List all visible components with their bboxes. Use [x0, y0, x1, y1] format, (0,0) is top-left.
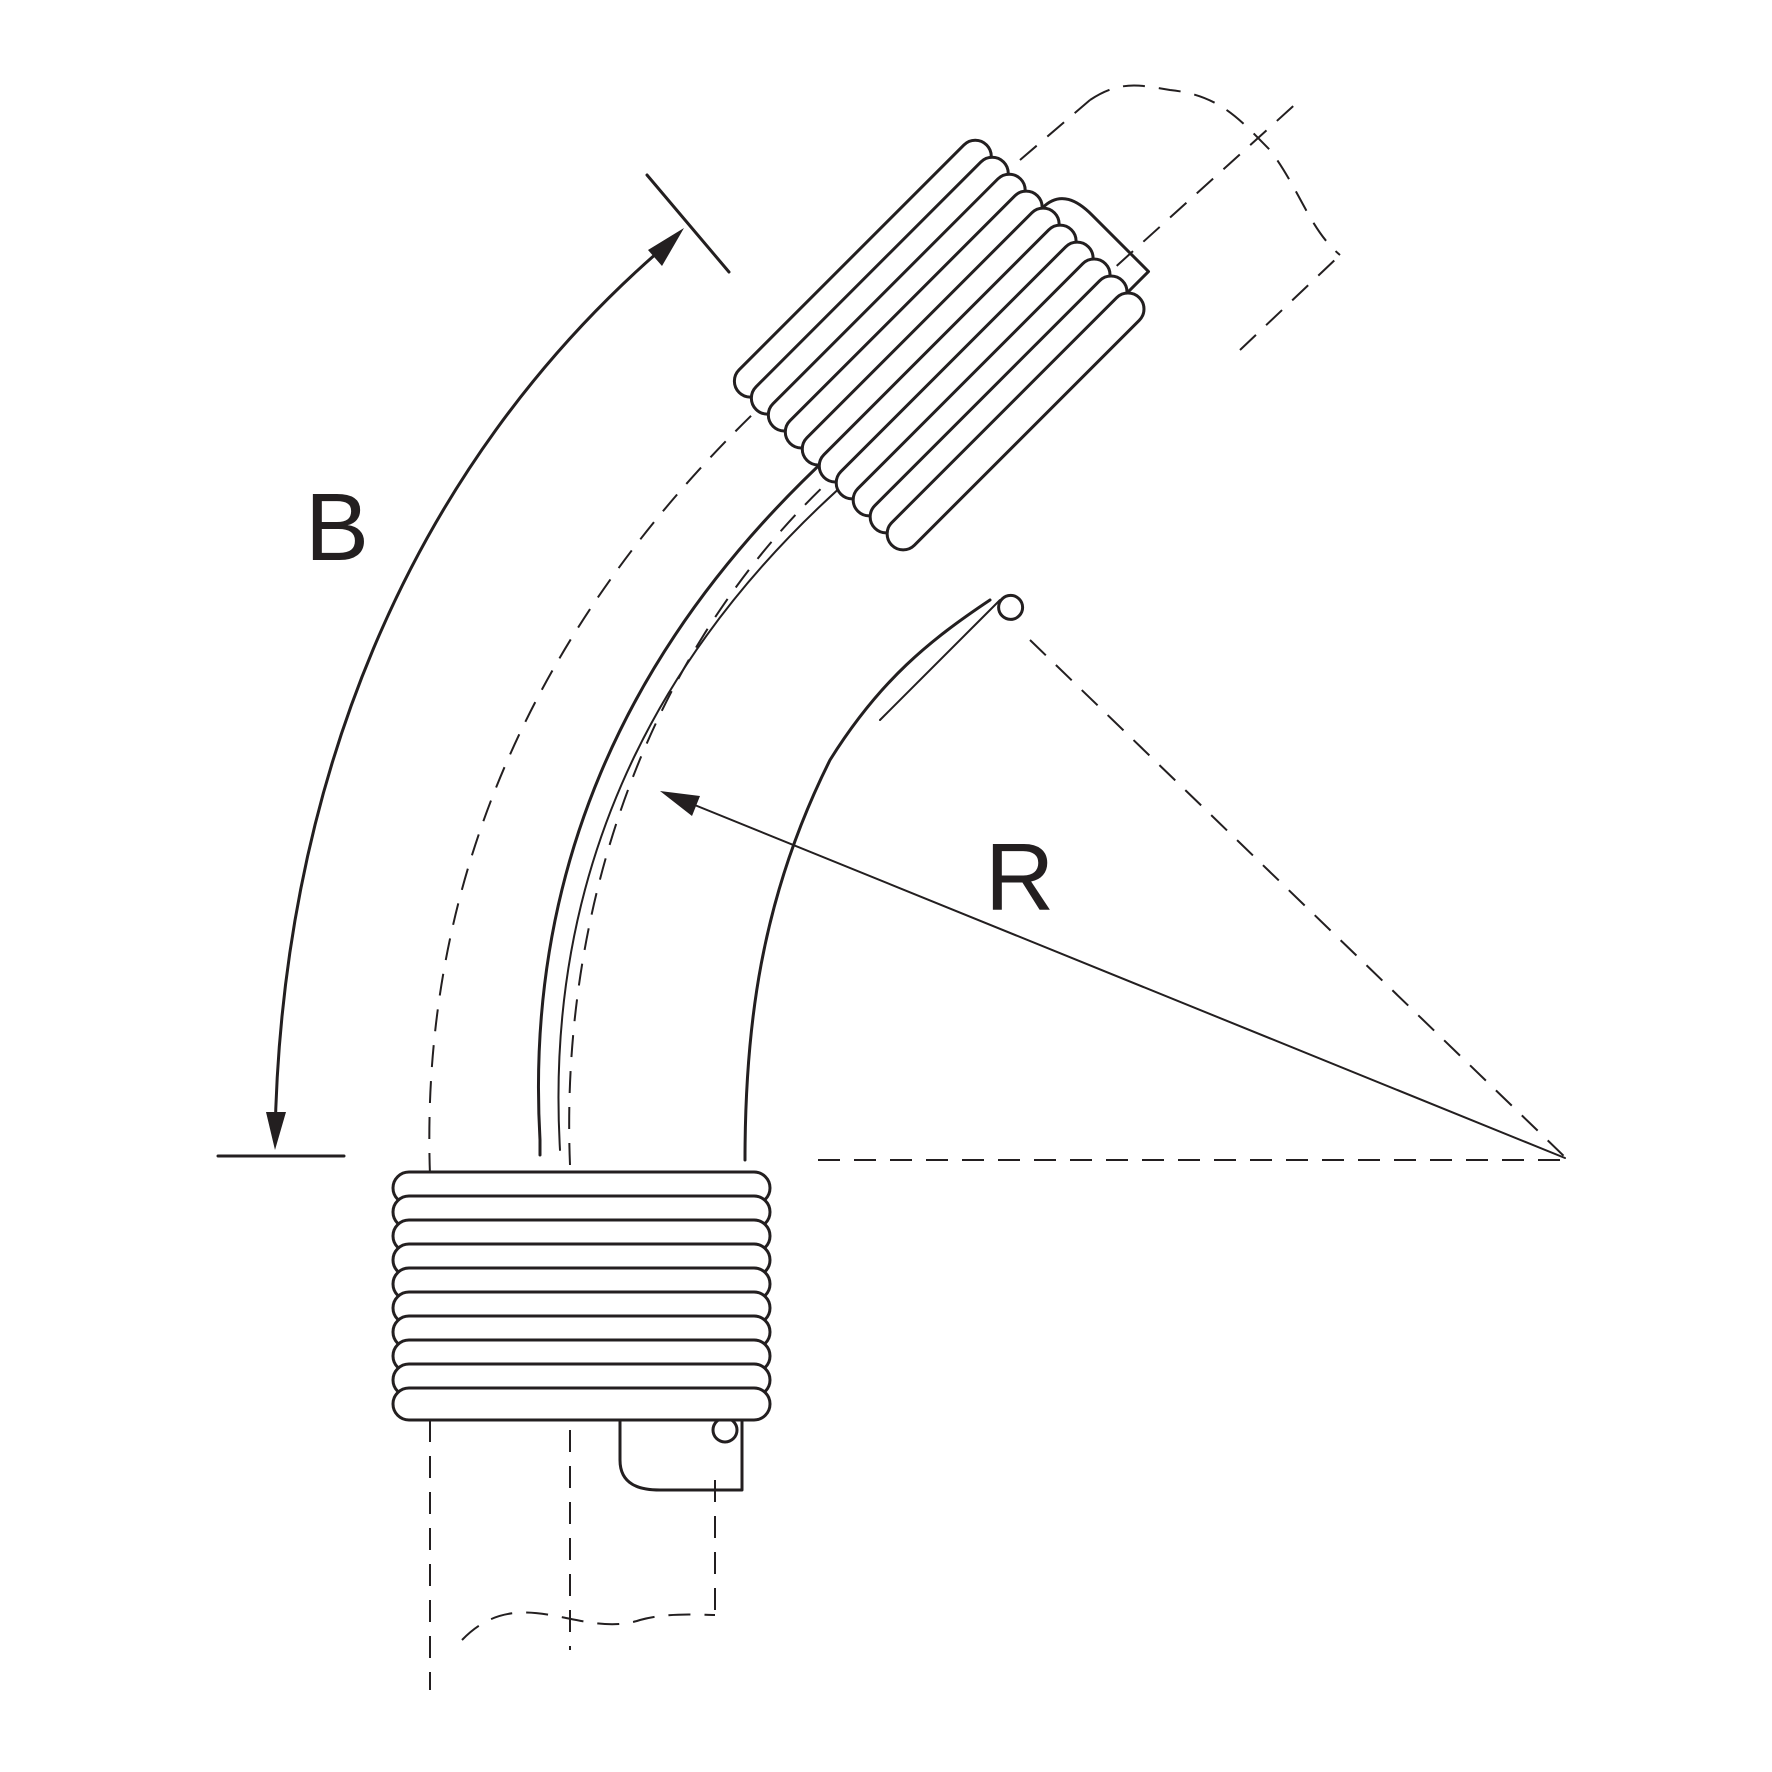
pipe-inner-wall — [743, 598, 992, 1162]
top-coil-end — [997, 593, 1025, 621]
dimension-r: R — [660, 791, 1566, 1159]
r-arrowhead — [660, 791, 700, 816]
pipe-sleeve-line — [557, 469, 861, 1151]
phantom-lines — [428, 84, 1569, 1690]
dimension-b: B — [216, 173, 731, 1158]
top-coil-turn — [885, 291, 1146, 552]
b-label: B — [305, 474, 369, 581]
bottom-coil-turn — [391, 1386, 772, 1422]
b-arrowhead-bottom — [266, 1112, 286, 1150]
radial-centerline — [1029, 639, 1569, 1161]
top-coil-fitting — [732, 138, 1150, 621]
top-tail-piece — [1012, 197, 1150, 323]
bottom-coil-fitting — [391, 1170, 772, 1492]
r-dimension-line — [669, 794, 1566, 1159]
top-dash-left — [1019, 99, 1091, 161]
b-extension-top — [645, 173, 731, 274]
inner-gusset — [879, 599, 1001, 721]
pipe-body — [536, 446, 1001, 1162]
top-dash-mid — [1089, 99, 1301, 291]
b-dimension-arc — [273, 238, 674, 1142]
top-dash-right — [1239, 254, 1341, 351]
inner-phantom-arc — [568, 479, 831, 1166]
outer-phantom-arc — [428, 369, 801, 1176]
bottom-tail-piece — [618, 1418, 744, 1492]
bottom-break-wave — [461, 1611, 716, 1641]
b-arrowhead-top — [648, 228, 684, 266]
top-break-wave — [1089, 84, 1341, 256]
r-label: R — [985, 824, 1054, 931]
bottom-coil-end — [711, 1416, 739, 1444]
